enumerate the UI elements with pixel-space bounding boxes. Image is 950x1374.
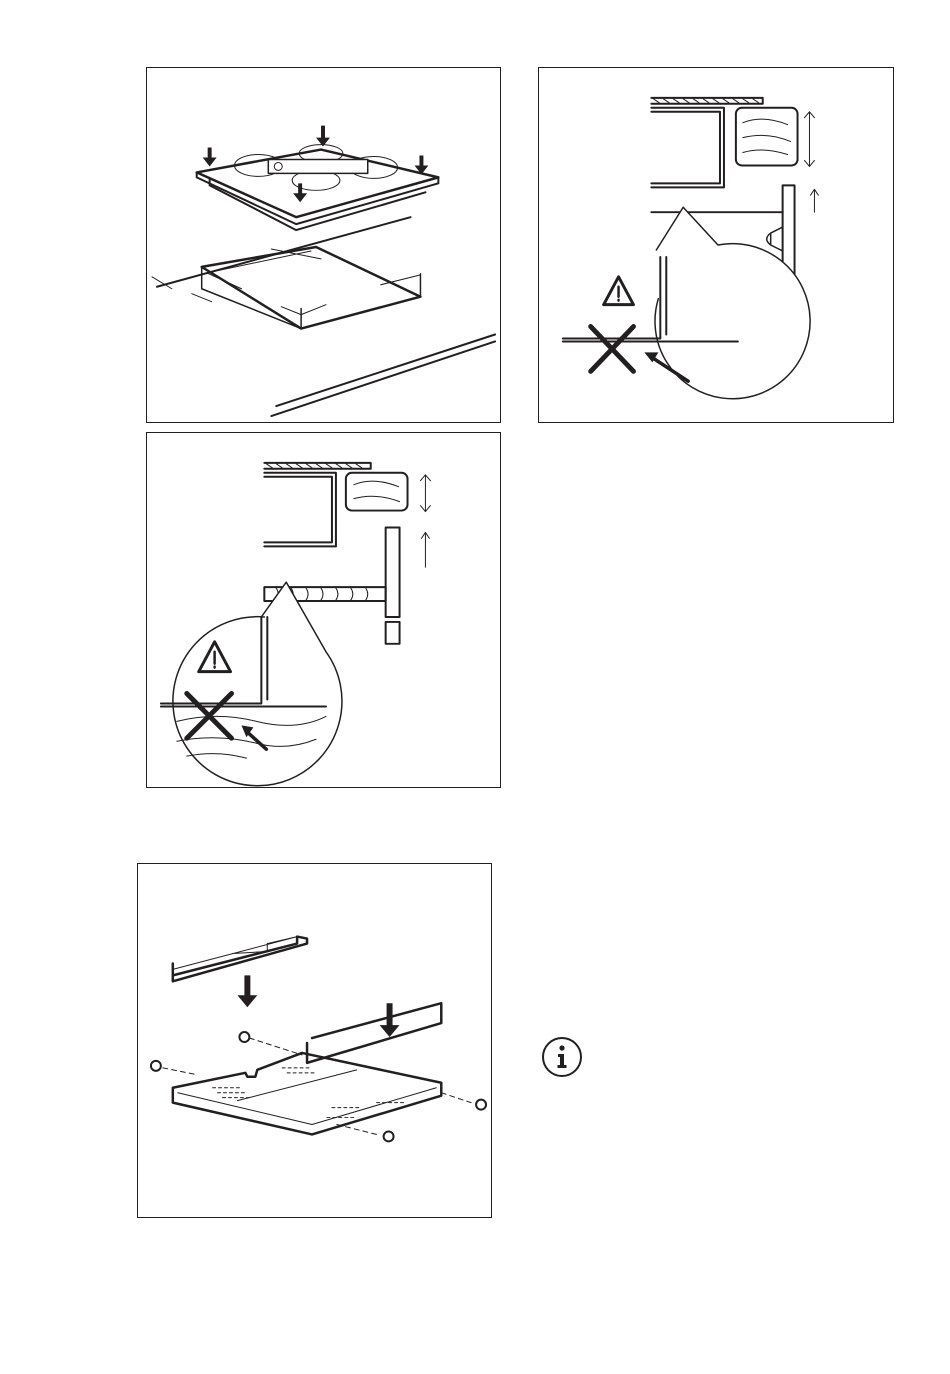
hob-installation-illustration [151,125,497,418]
oven-below-warning-illustration [561,96,819,400]
bracket-assembly-illustration [149,935,488,1143]
figure-protection-box-assembly [137,863,492,1218]
figure-drawer-below-warning [146,432,501,788]
drawer-below-warning-illustration [159,461,431,787]
info-icon [541,1036,583,1078]
figure-hob-installation [146,67,501,423]
figure-oven-below-warning [538,67,894,423]
